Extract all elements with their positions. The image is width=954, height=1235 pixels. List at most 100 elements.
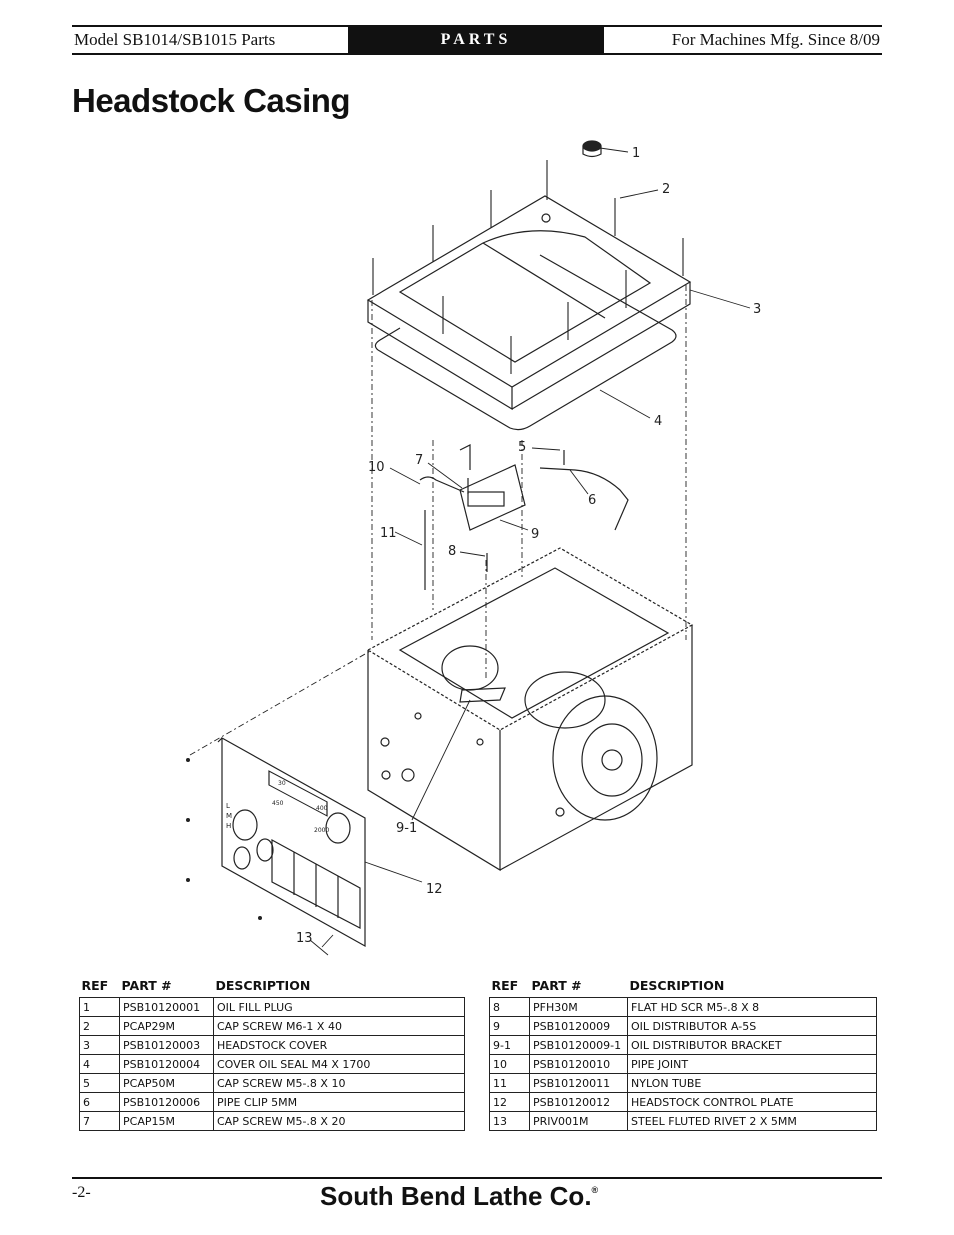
cell-part-number: PCAP15M [119,1111,214,1131]
panel-number-2000: 2000 [314,827,329,834]
cell-description: NYLON TUBE [627,1073,877,1093]
callout-8: 8 [448,544,456,559]
callout-6: 6 [588,493,596,508]
cell-description: HEADSTOCK COVER [213,1035,465,1055]
cell-description: OIL DISTRIBUTOR BRACKET [627,1035,877,1055]
column-header-description: DESCRIPTION [215,978,311,993]
cell-ref: 11 [489,1073,530,1093]
assembly-guide-lines [189,285,687,756]
brand-logo-text: South Bend Lathe Co.® [320,1181,598,1212]
cell-part-number: PSB10120011 [529,1073,628,1093]
cell-ref: 6 [79,1092,120,1112]
cell-description: CAP SCREW M5-.8 X 10 [213,1073,465,1093]
cell-part-number: PCAP29M [119,1016,214,1036]
panel-letter-h: H [226,822,231,830]
cell-description: STEEL FLUTED RIVET 2 X 5MM [627,1111,877,1131]
cell-description: CAP SCREW M5-.8 X 20 [213,1111,465,1131]
callout-3: 3 [753,302,761,317]
callout-12: 12 [426,882,443,897]
callout-7: 7 [415,453,423,468]
cell-ref: 12 [489,1092,530,1112]
headstock-casing-drawing [366,547,694,872]
cell-part-number: PSB10120001 [119,997,214,1017]
panel-number-30: 30 [278,780,286,787]
cell-part-number: PSB10120003 [119,1035,214,1055]
cell-part-number: PSB10120006 [119,1092,214,1112]
cell-ref: 1 [79,997,120,1017]
header-bottom-rule [72,53,882,55]
cover-oil-seal-drawing [374,254,677,431]
cell-ref: 3 [79,1035,120,1055]
cell-part-number: PRIV001M [529,1111,628,1131]
panel-letter-m: M [226,812,232,820]
cell-description: FLAT HD SCR M5-.8 X 8 [627,997,877,1017]
brand-name: South Bend Lathe Co. [320,1181,592,1211]
exploded-parts-diagram: L M H 30 400 450 2000 1 2 3 4 5 6 7 8 9 … [186,140,761,956]
headstock-control-plate-drawing: L M H 30 400 450 2000 [217,736,366,948]
cell-part-number: PSB10120010 [529,1054,628,1074]
cover-screws-drawing [372,160,684,374]
column-header-ref: REF [491,978,519,993]
headstock-cover-drawing [366,195,692,411]
oil-distributor-assembly-drawing [419,444,629,590]
cell-ref: 9 [489,1016,530,1036]
callout-4: 4 [654,414,662,429]
header-model: Model SB1014/SB1015 Parts [74,30,276,49]
cell-part-number: PFH30M [529,997,628,1017]
callout-leader-lines [309,147,751,956]
page-header: Model SB1014/SB1015 Parts PARTS For Mach… [72,25,882,55]
cell-description: OIL FILL PLUG [213,997,465,1017]
cell-part-number: PSB10120009 [529,1016,628,1036]
cell-ref: 7 [79,1111,120,1131]
footer-rule [72,1177,882,1179]
cell-part-number: PCAP50M [119,1073,214,1093]
panel-number-400: 400 [316,805,328,812]
cell-description: OIL DISTRIBUTOR A-5S [627,1016,877,1036]
cell-ref: 10 [489,1054,530,1074]
page-number: -2- [72,1184,91,1201]
cell-ref: 5 [79,1073,120,1093]
cell-ref: 8 [489,997,530,1017]
panel-letter-l: L [226,802,230,810]
column-header-part: PART # [531,978,582,993]
cell-description: PIPE CLIP 5MM [213,1092,465,1112]
registered-mark: ® [591,1185,599,1195]
oil-fill-plug-drawing [582,140,602,158]
callout-9: 9 [531,527,539,542]
page-title: Headstock Casing [72,82,351,119]
cell-part-number: PSB10120012 [529,1092,628,1112]
cell-description: PIPE JOINT [627,1054,877,1074]
cell-description: HEADSTOCK CONTROL PLATE [627,1092,877,1112]
callout-2: 2 [662,182,670,197]
header-top-rule [72,25,882,27]
cell-ref: 4 [79,1054,120,1074]
fluted-rivets-drawing [186,758,262,920]
cell-description: CAP SCREW M6-1 X 40 [213,1016,465,1036]
header-section-tab: PARTS [348,27,604,53]
callout-5: 5 [518,440,526,455]
callout-11: 11 [380,526,397,541]
column-header-description: DESCRIPTION [629,978,725,993]
cell-ref: 2 [79,1016,120,1036]
cell-part-number: PSB10120004 [119,1054,214,1074]
cell-description: COVER OIL SEAL M4 X 1700 [213,1054,465,1074]
header-applicability: For Machines Mfg. Since 8/09 [671,30,880,49]
panel-number-450: 450 [272,800,284,807]
column-header-part: PART # [121,978,172,993]
